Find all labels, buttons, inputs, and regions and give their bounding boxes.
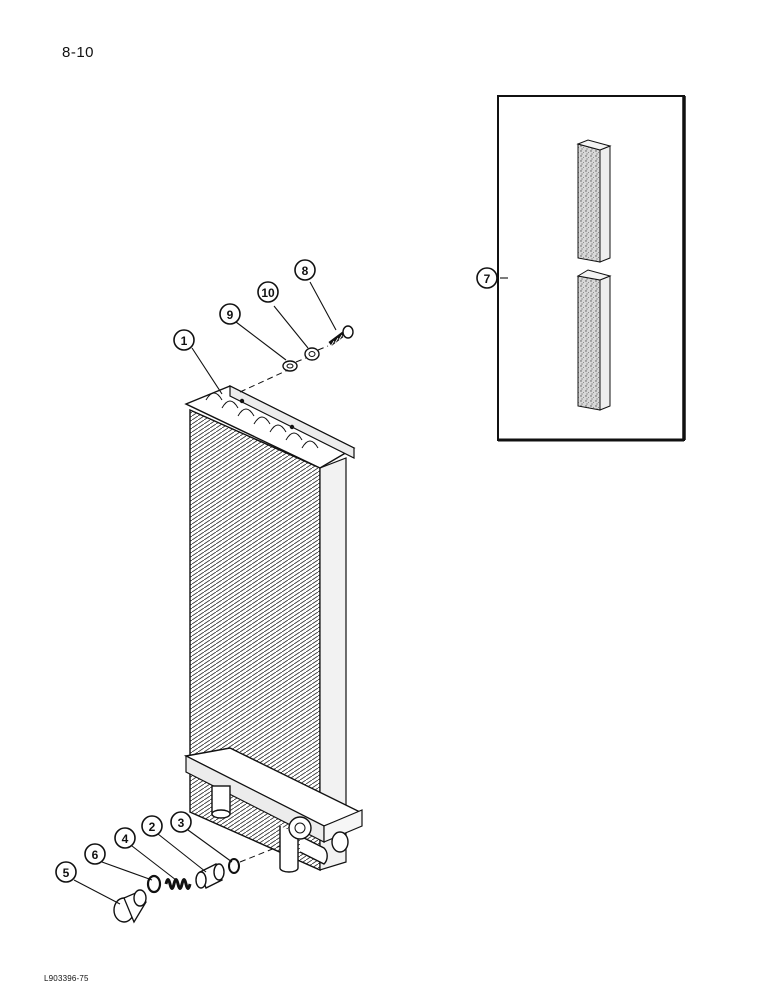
callout-1: 1 — [173, 329, 195, 351]
callout-label: 7 — [484, 272, 491, 286]
seal-inset-panel — [497, 95, 686, 442]
callout-label: 10 — [261, 286, 275, 300]
callout-8: 8 — [294, 259, 316, 281]
o-ring — [228, 858, 240, 874]
callout-4: 4 — [114, 827, 136, 849]
valve-cartridge — [195, 863, 225, 889]
leader-lines — [73, 277, 508, 905]
callout-label: 3 — [178, 816, 185, 830]
lower-tank — [183, 747, 363, 843]
callout-6: 6 — [84, 843, 106, 865]
callout-10: 10 — [257, 281, 279, 303]
seal-ring — [146, 874, 162, 894]
callout-label: 5 — [63, 866, 70, 880]
callout-label: 2 — [149, 820, 156, 834]
upper-tank — [184, 385, 356, 469]
callout-label: 8 — [302, 264, 309, 278]
washer — [282, 360, 298, 372]
page-number: 8-10 — [62, 44, 95, 61]
coolant-pipes — [211, 785, 349, 873]
callout-label: 9 — [227, 308, 234, 322]
callout-9: 9 — [219, 303, 241, 325]
callout-label: 1 — [181, 334, 188, 348]
callout-5: 5 — [55, 861, 77, 883]
spring — [164, 878, 192, 890]
callout-label: 6 — [92, 848, 99, 862]
callout-2: 2 — [141, 815, 163, 837]
plug — [113, 889, 147, 924]
nut — [304, 347, 320, 361]
foam-seal-strip-upper — [576, 139, 612, 263]
figure-code: L903396-75 — [44, 974, 89, 983]
callout-3: 3 — [170, 811, 192, 833]
callout-7: 7 — [476, 267, 498, 289]
screw — [328, 325, 354, 347]
foam-seal-strip-lower — [576, 269, 612, 411]
callout-label: 4 — [122, 832, 129, 846]
heater-core — [183, 385, 363, 873]
